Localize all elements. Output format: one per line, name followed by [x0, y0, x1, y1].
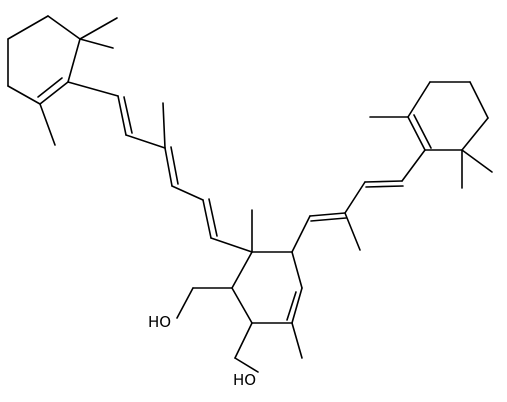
hydroxyl-label-lower: HO	[233, 371, 256, 389]
central-cyclohexene-ring	[231, 209, 303, 359]
left-cyclohexene-ring	[7, 15, 118, 146]
right-polyene-chain	[291, 149, 426, 253]
left-polyene-chain	[67, 81, 253, 253]
hydroxymethyl-groups: HO HO	[148, 287, 259, 389]
hydroxyl-label-upper: HO	[148, 313, 171, 331]
right-cyclohexene-ring	[369, 81, 493, 189]
